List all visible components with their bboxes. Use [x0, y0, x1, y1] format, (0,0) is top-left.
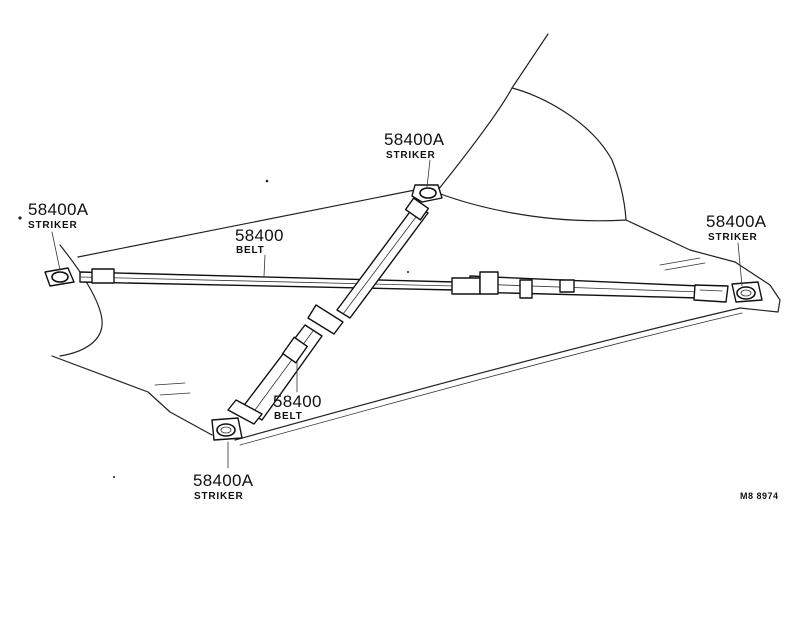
belt-upper-part-number: 58400: [235, 226, 284, 245]
belt-lower-name: BELT: [274, 411, 303, 422]
callout-striker-right: 58400A STRIKER: [706, 212, 767, 243]
belt-lower-part-number: 58400: [273, 392, 322, 411]
belt-diagonal: [227, 197, 430, 425]
striker-left-part-number: 58400A: [28, 200, 89, 219]
striker-bottom-part-number: 58400A: [193, 471, 254, 490]
striker-top-part-number: 58400A: [384, 130, 445, 149]
striker-top: [411, 184, 443, 203]
striker-left-name: STRIKER: [28, 220, 78, 231]
callout-striker-left: 58400A STRIKER: [28, 200, 89, 231]
striker-top-name: STRIKER: [386, 150, 436, 161]
callout-belt-upper: 58400 BELT: [235, 226, 284, 256]
leader-lines: [51, 159, 743, 469]
striker-right-name: STRIKER: [708, 232, 758, 243]
callout-striker-top: 58400A STRIKER: [384, 130, 445, 161]
callout-belt-lower: 58400 BELT: [273, 392, 322, 422]
figure-code: M8 8974: [740, 491, 779, 501]
striker-left: [44, 267, 75, 287]
striker-bottom-name: STRIKER: [194, 491, 244, 502]
floor-panel-outline: [18, 33, 781, 478]
callout-striker-bottom: 58400A STRIKER: [193, 471, 254, 502]
belt-horizontal: [79, 268, 729, 303]
striker-right: [731, 281, 763, 303]
striker-right-part-number: 58400A: [706, 212, 767, 231]
striker-bottom: [211, 417, 243, 441]
belt-upper-name: BELT: [236, 245, 265, 256]
